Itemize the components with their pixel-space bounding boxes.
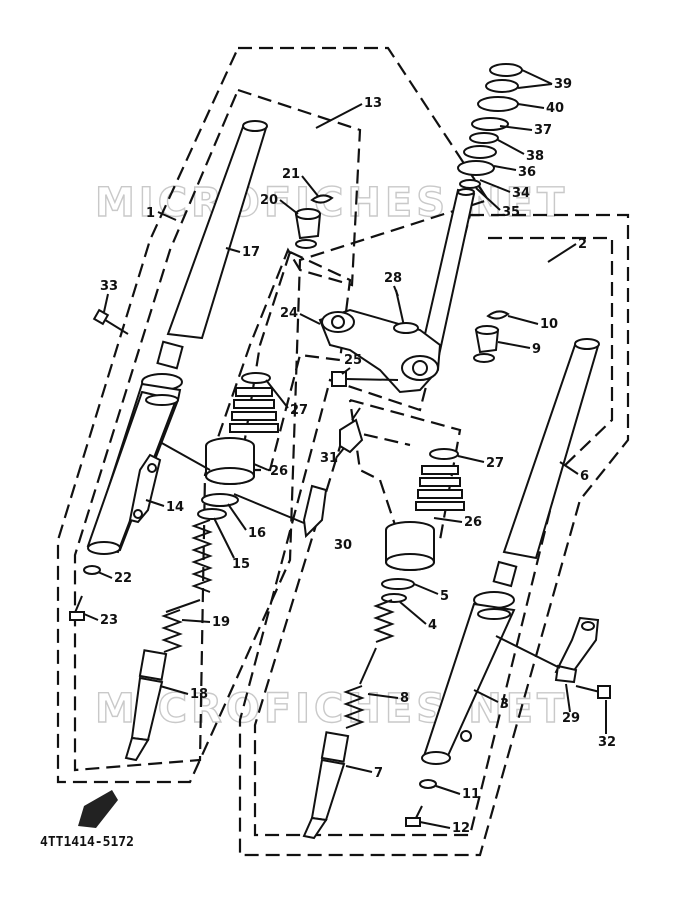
callout-31: 31 bbox=[320, 451, 338, 466]
callout-40: 40 bbox=[546, 101, 564, 116]
group-outline-inner-left bbox=[238, 251, 352, 472]
front-arrow-icon bbox=[78, 790, 118, 828]
callout-23: 23 bbox=[100, 613, 118, 628]
callout-labels: 1 2 3 4 5 6 7 8 9 10 11 12 13 14 15 16 1… bbox=[83, 69, 616, 836]
dust-seal-27-right bbox=[415, 448, 465, 511]
callout-5: 5 bbox=[440, 589, 449, 604]
spring-8 bbox=[343, 599, 395, 729]
washer-16 bbox=[201, 493, 239, 507]
damper-rod-18 bbox=[124, 649, 168, 762]
inner-tube-17 bbox=[166, 120, 268, 340]
callout-25: 25 bbox=[344, 353, 362, 368]
callout-33: 33 bbox=[100, 279, 118, 294]
callout-16: 16 bbox=[248, 526, 266, 541]
clip-15 bbox=[197, 508, 227, 520]
spring-19 bbox=[161, 519, 213, 653]
callout-6: 6 bbox=[580, 469, 589, 484]
group-outline-13 bbox=[73, 88, 362, 772]
bushing-right bbox=[492, 560, 518, 588]
callout-32: 32 bbox=[598, 735, 616, 750]
bolt-12 bbox=[405, 805, 423, 827]
callout-17: 17 bbox=[242, 245, 260, 260]
bolt-32 bbox=[575, 685, 611, 699]
callout-7: 7 bbox=[374, 766, 383, 781]
diagram-code: 4TT1414-5172 bbox=[40, 835, 134, 850]
group-outline-left-fork bbox=[56, 46, 490, 784]
callout-27-left: 27 bbox=[290, 403, 308, 418]
leader-14 bbox=[159, 441, 211, 471]
callout-28: 28 bbox=[384, 271, 402, 286]
damper-rod-7 bbox=[302, 731, 350, 840]
bolt-33 bbox=[92, 308, 129, 335]
callout-13: 13 bbox=[364, 96, 382, 111]
callout-8: 8 bbox=[400, 691, 409, 706]
callout-20: 20 bbox=[260, 193, 278, 208]
cable-bracket-29 bbox=[554, 616, 600, 684]
dust-seal-27-left bbox=[229, 372, 279, 433]
callout-12: 12 bbox=[452, 821, 470, 836]
cap-21 bbox=[310, 194, 334, 204]
oil-seal-26-right bbox=[385, 521, 435, 571]
leader-29 bbox=[495, 635, 561, 669]
callout-30: 30 bbox=[334, 538, 352, 553]
callout-4: 4 bbox=[428, 618, 437, 633]
callout-14: 14 bbox=[166, 500, 184, 515]
callout-26-right: 26 bbox=[464, 515, 482, 530]
callout-35: 35 bbox=[502, 205, 520, 220]
washer-11 bbox=[419, 779, 437, 789]
callout-37: 37 bbox=[534, 123, 552, 138]
cable-guide-31 bbox=[339, 407, 364, 454]
leader-30 bbox=[233, 493, 317, 529]
bearing-stack bbox=[457, 63, 523, 189]
outer-tube-right-3 bbox=[421, 591, 516, 765]
callout-11: 11 bbox=[462, 787, 480, 802]
reflector-plate-30 bbox=[302, 484, 328, 539]
bolt-28 bbox=[393, 289, 419, 334]
callout-9: 9 bbox=[532, 342, 541, 357]
callout-38: 38 bbox=[526, 149, 544, 164]
callout-24: 24 bbox=[280, 306, 298, 321]
inner-tube-6 bbox=[502, 338, 600, 560]
callout-27-right: 27 bbox=[486, 456, 504, 471]
callout-3: 3 bbox=[500, 697, 509, 712]
watermark-bottom: MICROFICHES.NET bbox=[95, 686, 568, 732]
callout-19: 19 bbox=[212, 615, 230, 630]
callout-29: 29 bbox=[562, 711, 580, 726]
callout-26-left: 26 bbox=[270, 464, 288, 479]
washer-5 bbox=[381, 578, 415, 590]
callout-22: 22 bbox=[114, 571, 132, 586]
clip-4 bbox=[381, 593, 407, 603]
cap-10 bbox=[486, 310, 510, 320]
callout-18: 18 bbox=[190, 687, 208, 702]
callout-1: 1 bbox=[146, 206, 155, 221]
callout-36: 36 bbox=[518, 165, 536, 180]
washer-22 bbox=[83, 565, 101, 575]
brake-bracket-14 bbox=[128, 453, 162, 524]
oil-seal-26-left bbox=[205, 437, 255, 485]
cap-bolt-9 bbox=[473, 325, 500, 363]
callout-39: 39 bbox=[554, 77, 572, 92]
callout-2: 2 bbox=[578, 237, 587, 252]
cap-bolt-20 bbox=[294, 208, 322, 249]
group-outline-right-fork bbox=[238, 213, 630, 857]
bolt-23 bbox=[69, 595, 85, 621]
bolt-25 bbox=[331, 371, 399, 387]
callout-10: 10 bbox=[540, 317, 558, 332]
bushing-left bbox=[156, 340, 184, 370]
callout-15: 15 bbox=[232, 557, 250, 572]
outer-tube-left-1 bbox=[86, 373, 183, 555]
callout-21: 21 bbox=[282, 167, 300, 182]
callout-34: 34 bbox=[512, 186, 530, 201]
